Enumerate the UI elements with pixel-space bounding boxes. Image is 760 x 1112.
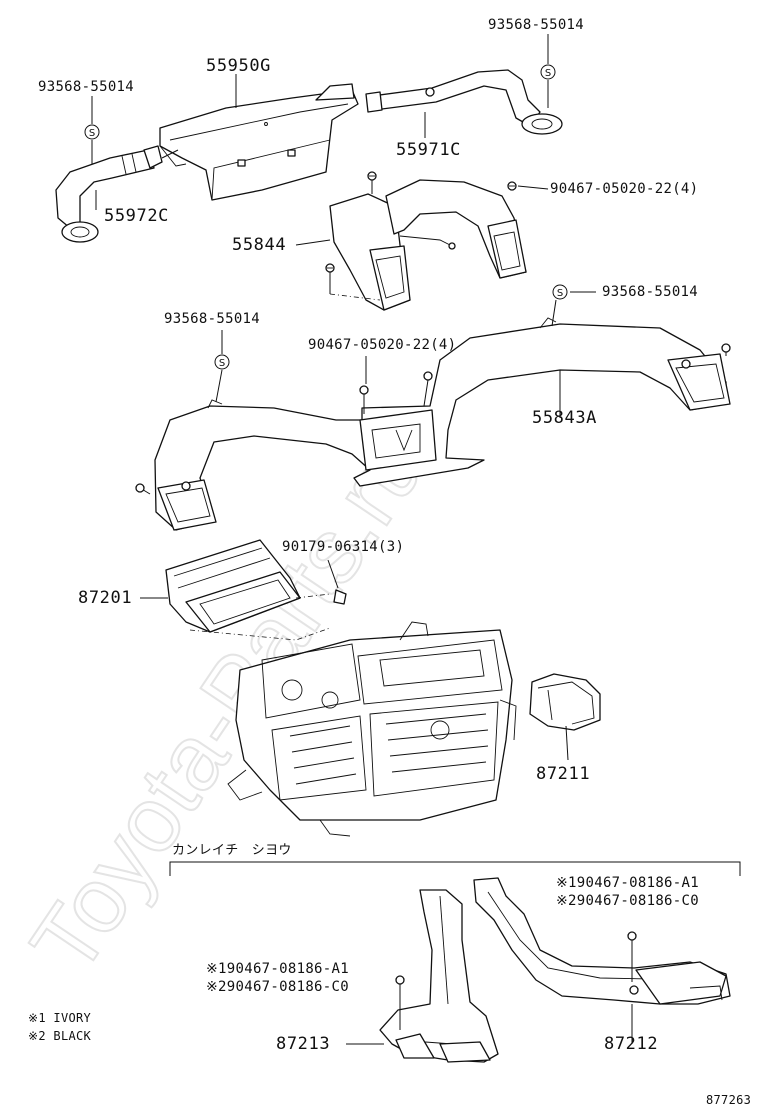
screw-icon xyxy=(367,171,377,181)
fastener-label-screw-right: 90467-05020-22(4) xyxy=(550,181,699,197)
screw-icon xyxy=(507,181,517,191)
svg-text:S: S xyxy=(557,288,563,299)
screw-icon xyxy=(423,371,433,407)
fastener-label-clip-left: 93568-55014 xyxy=(164,311,261,327)
s-clip-icon: S xyxy=(552,284,568,300)
svg-text:S: S xyxy=(219,358,225,369)
fastener-label-black-right: ※290467-08186-C0 xyxy=(556,893,699,909)
fastener-label-screw-center: 90467-05020-22(4) xyxy=(308,337,457,353)
screw-icon xyxy=(721,343,731,353)
svg-text:S: S xyxy=(89,128,95,139)
screw-icon xyxy=(135,483,145,493)
part-label-55971c: 55971C xyxy=(396,140,462,160)
part-label-55843a: 55843A xyxy=(532,408,598,428)
legend-item-black: ※2 BLACK xyxy=(28,1030,91,1042)
s-clip-symbols: S S S S xyxy=(84,64,568,370)
hose-55972c xyxy=(55,145,179,243)
duct-55843a xyxy=(139,317,731,531)
part-label-87201: 87201 xyxy=(78,588,133,608)
fastener-label-ivory-right: ※190467-08186-A1 xyxy=(556,875,699,891)
duct-87213 xyxy=(379,889,499,1063)
register-87201 xyxy=(165,539,347,641)
svg-text:S: S xyxy=(545,68,551,79)
hose-55971c xyxy=(365,69,563,135)
s-clip-icon: S xyxy=(214,354,230,370)
screw-icon xyxy=(627,931,637,941)
legend-mark: ※1 xyxy=(28,1011,46,1025)
duct-55950g xyxy=(159,83,359,201)
part-label-87211: 87211 xyxy=(536,764,591,784)
screw-icon xyxy=(359,385,369,414)
screw-icon xyxy=(325,263,335,273)
heater-unit xyxy=(227,621,517,837)
fastener-label-ivory-left: ※190467-08186-A1 xyxy=(206,961,349,977)
diagram-id: 877263 xyxy=(706,1093,752,1107)
screw-icons xyxy=(135,171,731,985)
legend-text: BLACK xyxy=(53,1029,92,1043)
s-clip-icon: S xyxy=(84,124,100,140)
duct-87211 xyxy=(529,673,601,761)
duct-87212 xyxy=(473,877,731,1005)
part-label-55972c: 55972C xyxy=(104,206,170,226)
legend-item-ivory: ※1 IVORY xyxy=(28,1012,91,1024)
fastener-label-clip-top-right: 93568-55014 xyxy=(488,17,585,33)
fastener-label-black-left: ※290467-08186-C0 xyxy=(206,979,349,995)
part-label-55844: 55844 xyxy=(232,235,287,255)
part-label-87213: 87213 xyxy=(276,1034,331,1054)
section-label: カンレイチ シヨウ xyxy=(172,843,292,858)
fastener-label-clip-right: 93568-55014 xyxy=(602,284,699,300)
fastener-label-nut: 90179-06314(3) xyxy=(282,539,405,555)
part-label-87212: 87212 xyxy=(604,1034,659,1054)
leader-lines xyxy=(91,34,633,1045)
section-frame xyxy=(169,861,741,876)
legend-text: IVORY xyxy=(53,1011,92,1025)
legend-mark: ※2 xyxy=(28,1029,46,1043)
part-label-55950g: 55950G xyxy=(206,56,272,76)
screw-icon xyxy=(395,975,405,985)
fastener-label-clip-top-left: 93568-55014 xyxy=(38,79,135,95)
duct-55844 xyxy=(329,178,527,311)
color-legend: ※1 IVORY ※2 BLACK xyxy=(28,1012,91,1042)
s-clip-icon: S xyxy=(540,64,556,80)
